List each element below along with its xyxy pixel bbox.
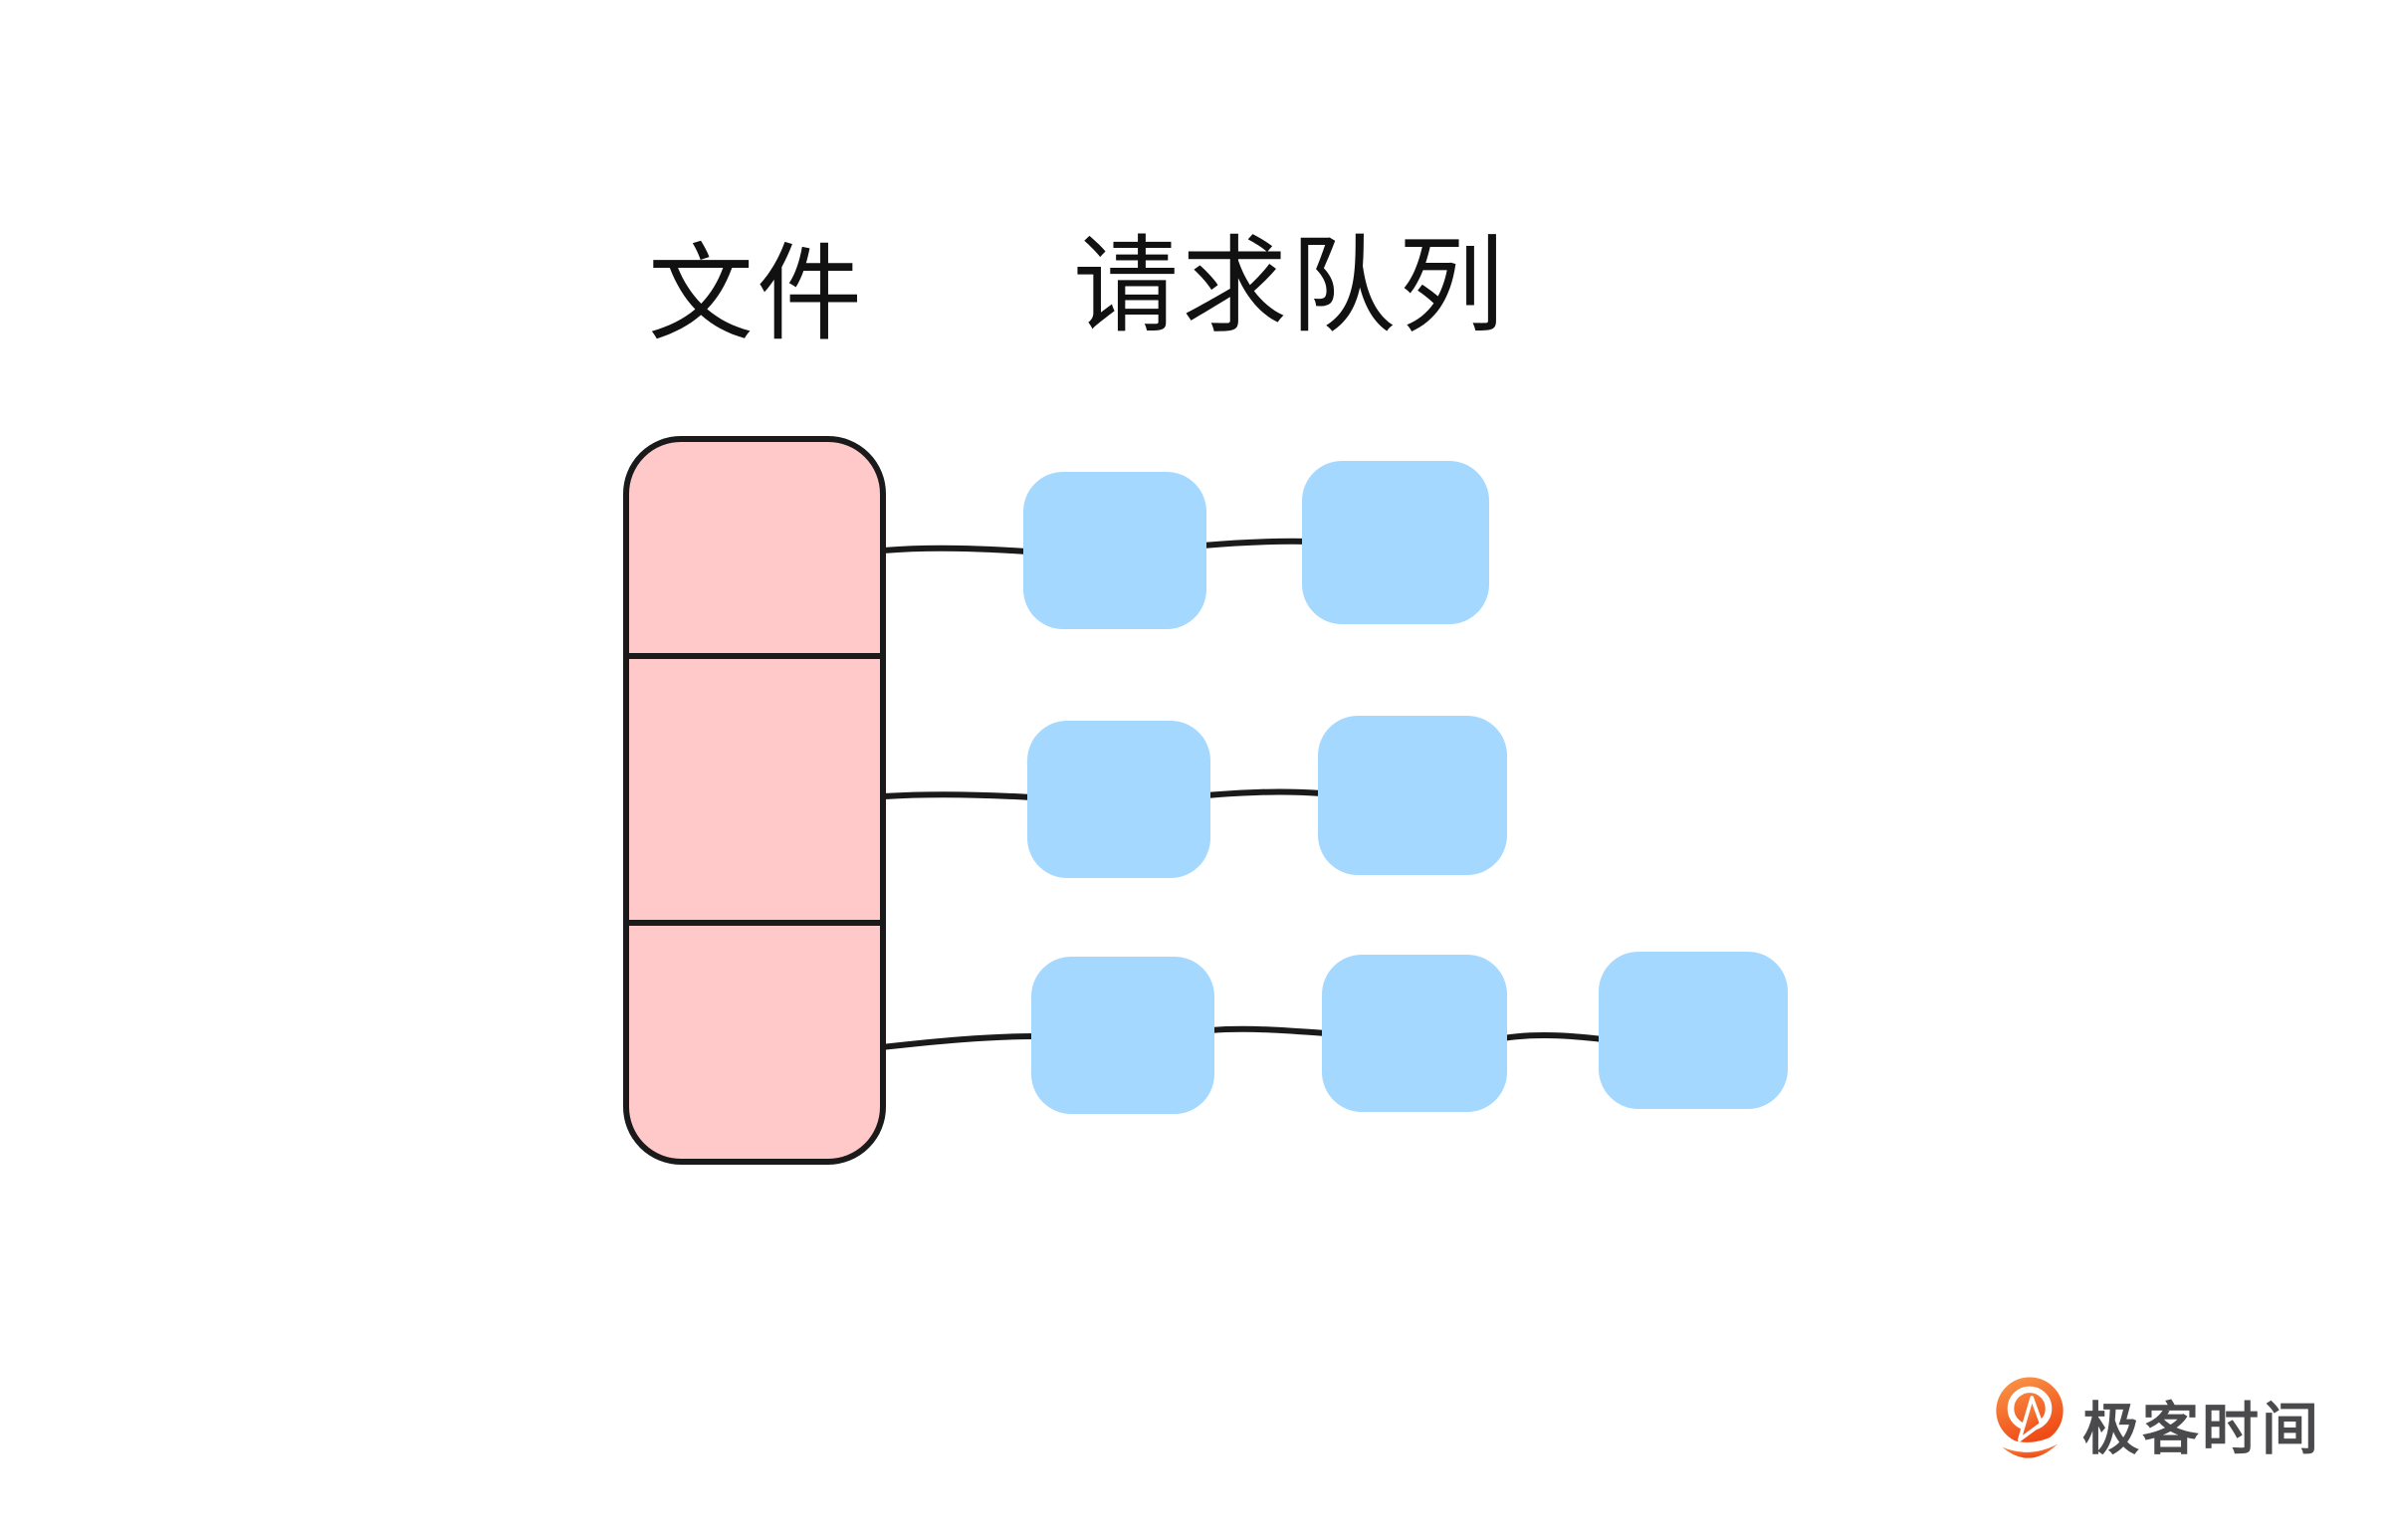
file-block-1 bbox=[629, 442, 880, 653]
request-node-row3-3 bbox=[1599, 952, 1788, 1109]
file-block-2 bbox=[629, 659, 880, 920]
file-block-divider bbox=[627, 653, 882, 659]
file-stack bbox=[623, 436, 886, 1165]
file-label: 文件 bbox=[648, 236, 865, 353]
connector-line bbox=[881, 545, 1030, 554]
request-node-row1-1 bbox=[1023, 472, 1206, 629]
request-node-row3-2 bbox=[1322, 955, 1507, 1112]
connector-line bbox=[1500, 1032, 1606, 1042]
request-node-row1-2 bbox=[1302, 461, 1489, 624]
connector-line bbox=[1199, 538, 1315, 549]
connector-line bbox=[1203, 788, 1325, 798]
connector-line bbox=[1207, 1025, 1329, 1036]
request-node-row3-1 bbox=[1031, 957, 1214, 1114]
file-block-divider bbox=[627, 920, 882, 926]
brand-name: 极客时间 bbox=[2082, 1398, 2321, 1461]
request-node-row2-2 bbox=[1318, 716, 1507, 875]
connector-line bbox=[881, 791, 1034, 800]
file-block-3 bbox=[629, 926, 880, 1159]
request-node-row2-1 bbox=[1027, 721, 1210, 878]
geektime-logo-icon bbox=[1993, 1377, 2067, 1458]
connector-line bbox=[879, 1033, 1038, 1050]
request-queue-label: 请求队列 bbox=[1073, 228, 1507, 345]
brand-logo: 极客时间 bbox=[1993, 1376, 2321, 1473]
